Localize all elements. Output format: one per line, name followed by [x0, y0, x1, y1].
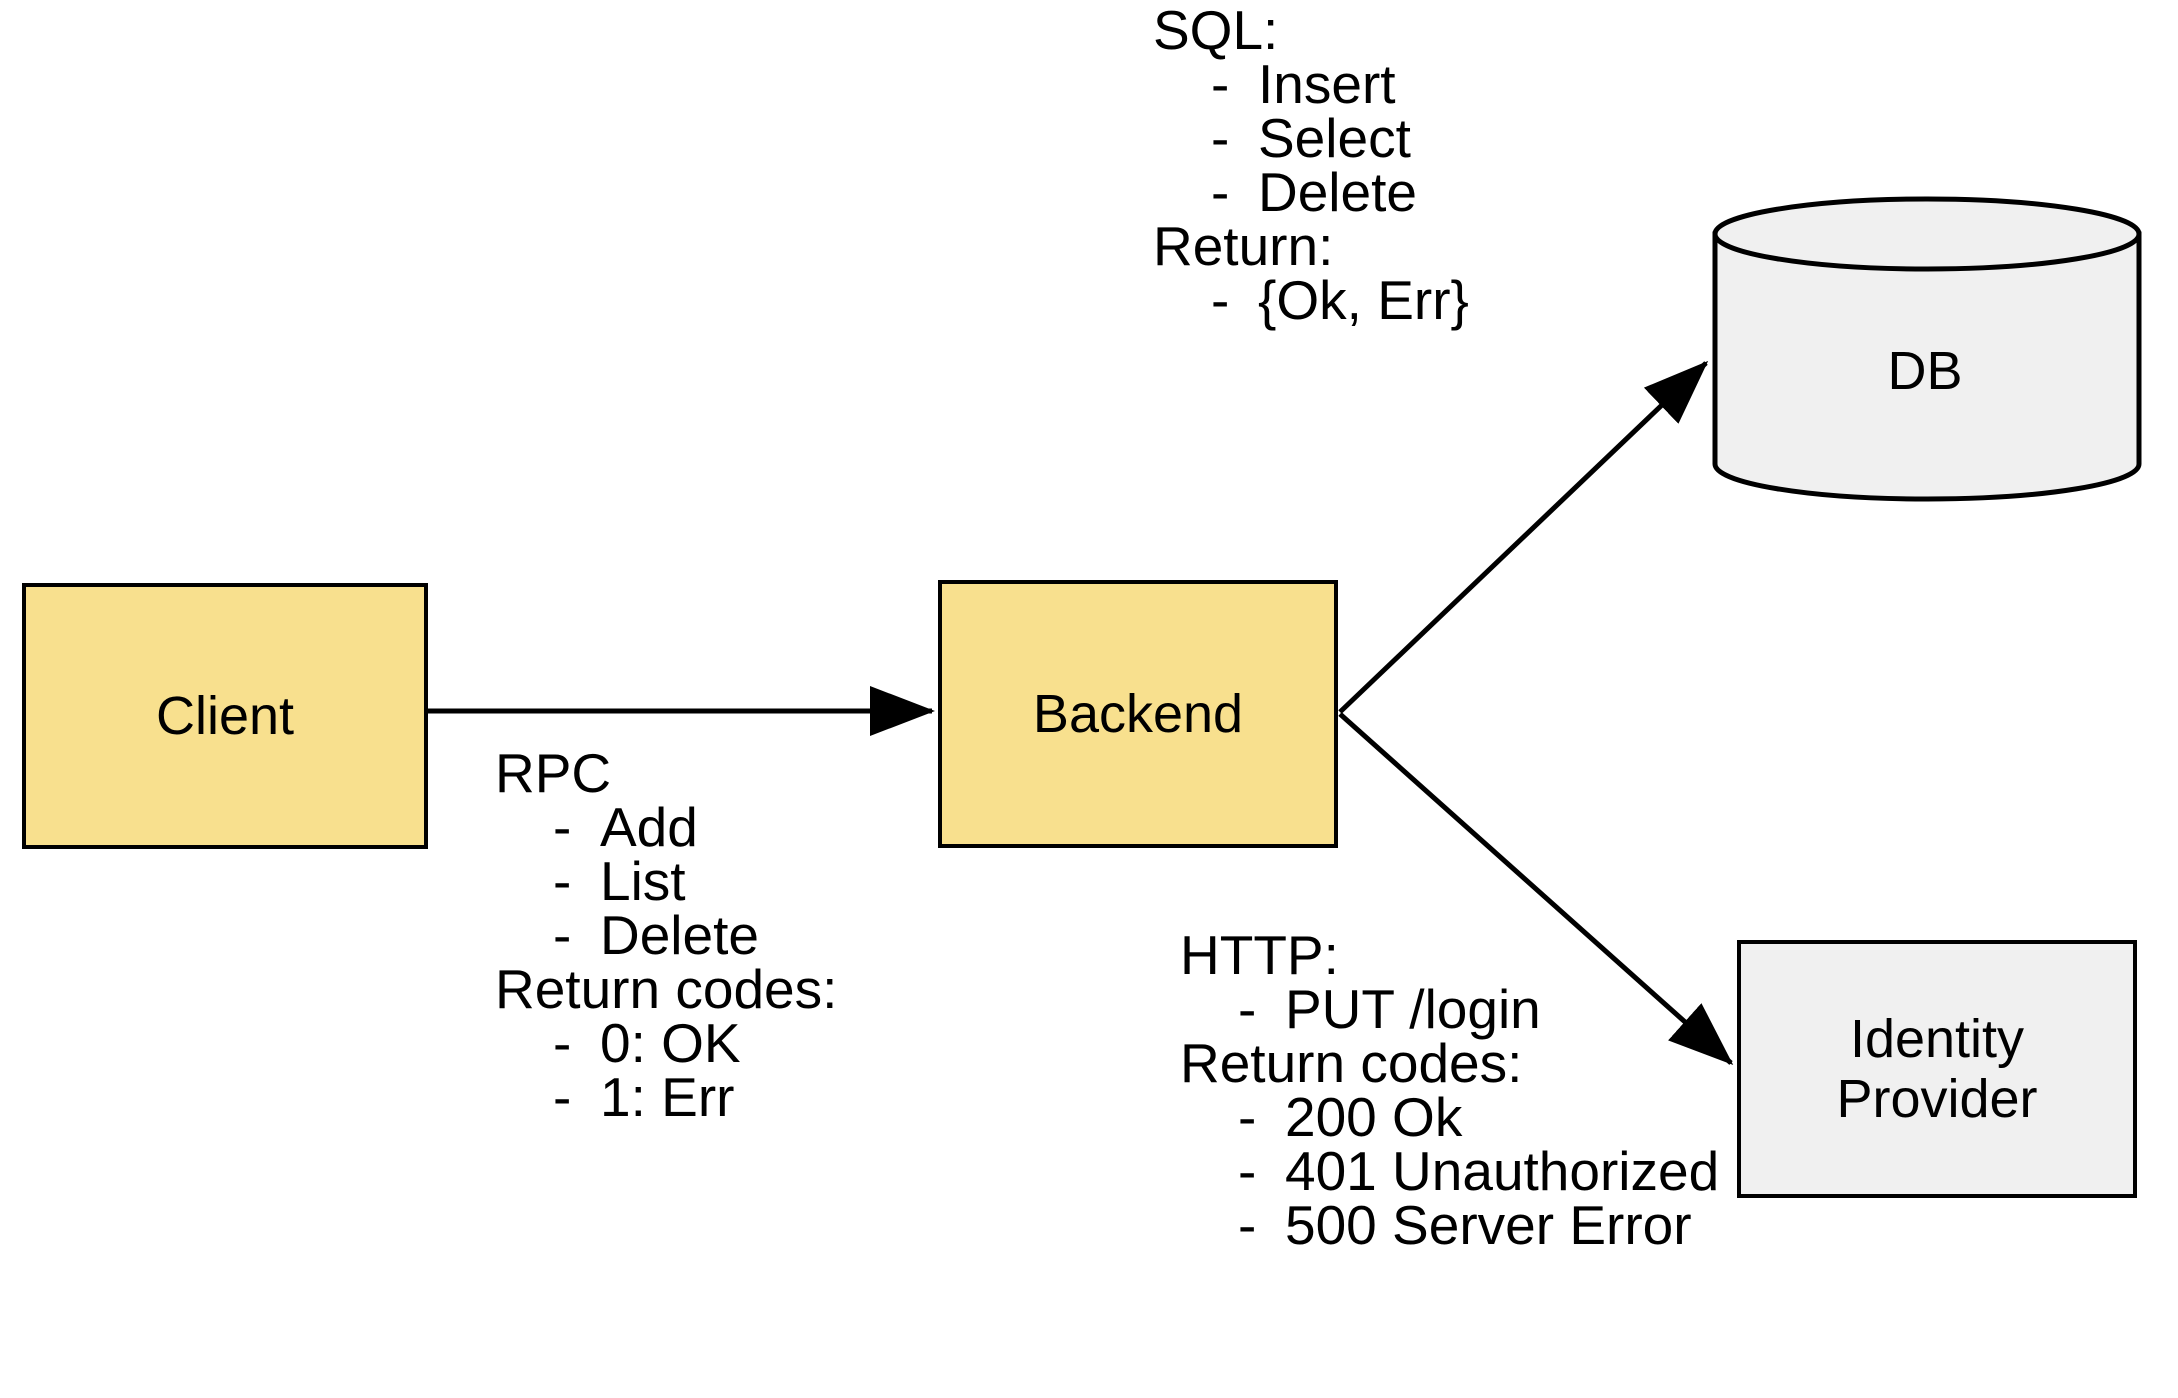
annotation-sql: SQL: -Insert -Select -Delete Return: -{O… [1153, 0, 1469, 331]
node-client-label: Client [155, 685, 295, 746]
annotation-sql-return-text: {Ok, Err} [1258, 269, 1469, 331]
bullet-dash-icon: - [1211, 161, 1230, 223]
bullet-dash-icon: - [1211, 269, 1230, 331]
annotation-rpc-item: -Delete [495, 904, 837, 966]
bullet-dash-icon: - [553, 904, 572, 966]
node-db[interactable]: DB [1713, 199, 2137, 499]
bullet-dash-icon: - [553, 1066, 572, 1128]
bullet-dash-icon: - [553, 1012, 572, 1074]
annotation-http-return-item: -500 Server Error [1180, 1194, 1719, 1256]
annotation-rpc-return-text: 1: Err [600, 1066, 735, 1128]
bullet-dash-icon: - [1238, 1086, 1257, 1148]
annotation-http-item: -PUT /login [1180, 978, 1719, 1040]
annotation-sql-return-item: -{Ok, Err} [1153, 269, 1469, 331]
bullet-dash-icon: - [553, 796, 572, 858]
annotation-rpc-return-item: -1: Err [495, 1066, 837, 1128]
annotation-http-item-text: PUT /login [1285, 978, 1541, 1040]
annotation-rpc-return-item: -0: OK [495, 1012, 837, 1074]
annotation-sql-item-text: Select [1258, 107, 1411, 169]
node-db-label: DB [1887, 340, 1963, 401]
bullet-dash-icon: - [1238, 1140, 1257, 1202]
bullet-dash-icon: - [1211, 53, 1230, 115]
bullet-dash-icon: - [553, 850, 572, 912]
annotation-sql-returns-heading: Return: [1153, 215, 1334, 277]
annotation-sql-item: -Delete [1153, 161, 1469, 223]
annotation-http: HTTP: -PUT /login Return codes: -200 Ok … [1180, 924, 1720, 1256]
annotation-http-heading: HTTP: [1180, 924, 1339, 986]
annotation-http-returns-heading: Return codes: [1180, 1032, 1523, 1094]
node-backend-label: Backend [1032, 683, 1244, 744]
node-client[interactable]: Client [22, 583, 428, 849]
annotation-rpc-item-text: Add [600, 796, 698, 858]
annotation-sql-item-text: Delete [1258, 161, 1417, 223]
bullet-dash-icon: - [1238, 978, 1257, 1040]
annotation-http-return-item: -401 Unauthorized [1180, 1140, 1720, 1202]
node-backend[interactable]: Backend [938, 580, 1338, 848]
bullet-dash-icon: - [1238, 1194, 1257, 1256]
annotation-http-return-text: 500 Server Error [1285, 1194, 1692, 1256]
node-identity-provider[interactable]: Identity Provider [1737, 940, 2137, 1198]
annotation-rpc-returns-heading: Return codes: [495, 958, 838, 1020]
annotation-sql-heading: SQL: [1153, 0, 1279, 61]
annotation-sql-item: -Select [1153, 107, 1469, 169]
annotation-rpc-item: -List [495, 850, 837, 912]
node-identity-provider-label: Identity Provider [1836, 1008, 2038, 1129]
annotation-rpc-heading: RPC [495, 742, 612, 804]
annotation-sql-item-text: Insert [1258, 53, 1396, 115]
annotation-rpc-item-text: Delete [600, 904, 759, 966]
annotation-http-return-text: 200 Ok [1285, 1086, 1463, 1148]
bullet-dash-icon: - [1211, 107, 1230, 169]
annotation-http-return-item: -200 Ok [1180, 1086, 1719, 1148]
annotation-http-return-text: 401 Unauthorized [1285, 1140, 1720, 1202]
annotation-sql-item: -Insert [1153, 53, 1469, 115]
annotation-rpc-item: -Add [495, 796, 837, 858]
annotation-rpc-return-text: 0: OK [600, 1012, 741, 1074]
edge-backend-to-db [1338, 360, 1709, 714]
annotation-rpc: RPC -Add -List -Delete Return codes: -0:… [495, 742, 838, 1128]
annotation-rpc-item-text: List [600, 850, 686, 912]
